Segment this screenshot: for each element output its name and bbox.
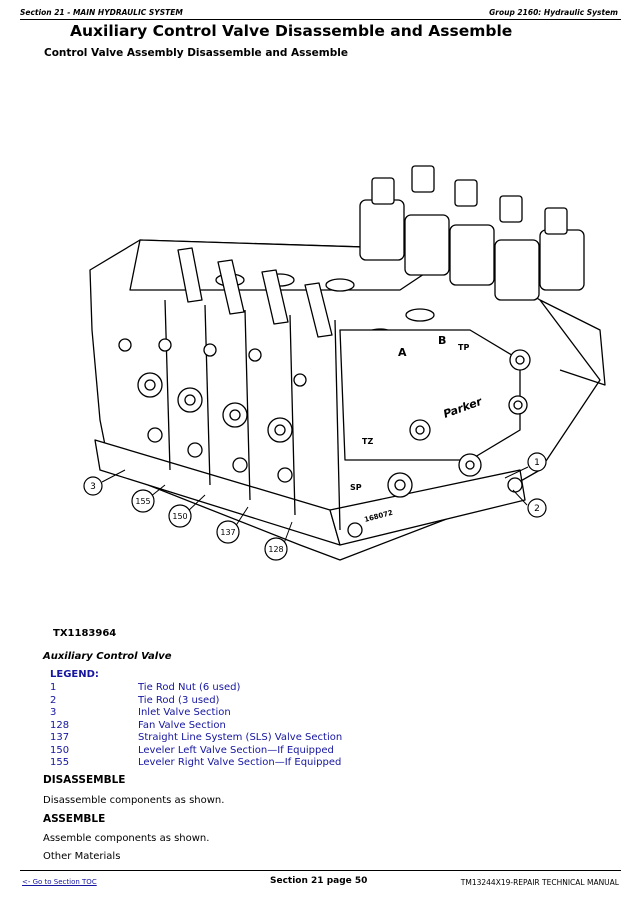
legend-item-description: Tie Rod Nut (6 used): [138, 682, 241, 693]
disassemble-heading: DISASSEMBLE: [43, 774, 126, 786]
port-label-b: B: [438, 334, 446, 347]
port-label-a: A: [398, 346, 407, 359]
callout-1: [527, 452, 547, 472]
callout-2-label: 2: [534, 504, 540, 514]
callout-155: [131, 489, 155, 513]
page-footer: <- Go to Section TOC Section 21 page 50 …: [20, 870, 621, 896]
legend-item-description: Leveler Right Valve Section—If Equipped: [138, 757, 342, 768]
legend-title: LEGEND:: [50, 669, 99, 680]
port-label-sp: SP: [350, 483, 362, 492]
legend-item-number: 150: [50, 744, 70, 756]
legend-item-description: Straight Line System (SLS) Valve Section: [138, 732, 343, 743]
legend-item: 137 Straight Line System (SLS) Valve Sec…: [50, 732, 610, 745]
figure-caption: Auxiliary Control Valve: [43, 651, 172, 662]
callout-137: [216, 520, 240, 544]
legend-item-number: 128: [50, 719, 70, 731]
page-number: Section 21 page 50: [270, 876, 368, 886]
legend-item: 3 Inlet Valve Section: [50, 707, 610, 720]
page-header: Section 21 - MAIN HYDRAULIC SYSTEM Group…: [0, 0, 641, 22]
callout-150-label: 150: [172, 512, 187, 521]
legend-item-number: 137: [50, 732, 70, 743]
header-group: Group 2160: Hydraulic System: [489, 8, 618, 17]
callout-2: [527, 498, 547, 518]
valve-assembly-illustration: A B TP TZ SP Parker 168072 1 2 3 155 150…: [83, 165, 606, 561]
header-section: Section 21 - MAIN HYDRAULIC SYSTEM: [20, 8, 183, 17]
legend-item: 150 Leveler Left Valve Section—If Equipp…: [50, 745, 610, 758]
legend-item: 155 Leveler Right Valve Section—If Equip…: [50, 757, 610, 770]
other-materials-heading: Other Materials: [43, 851, 121, 862]
legend-item-description: Inlet Valve Section: [138, 707, 231, 718]
footer-rule: [20, 870, 621, 871]
callout-137-label: 137: [220, 528, 235, 537]
callout-3: [83, 476, 103, 496]
legend-item-number: 1: [50, 682, 57, 693]
legend-item-description: Leveler Left Valve Section—If Equipped: [138, 744, 334, 756]
manual-id: TM13244X19-REPAIR TECHNICAL MANUAL: [460, 878, 619, 887]
callout-128-label: 128: [268, 545, 283, 554]
port-label-tp: TP: [458, 343, 469, 352]
callout-155-label: 155: [135, 497, 150, 506]
disassemble-text: Disassemble components as shown.: [43, 795, 225, 806]
page-title: Auxiliary Control Valve Disassemble and …: [70, 22, 513, 40]
legend-item-description: Fan Valve Section: [138, 719, 226, 731]
legend-item-description: Tie Rod (3 used): [138, 694, 220, 706]
legend-item: 128 Fan Valve Section: [50, 720, 610, 733]
legend-list: 1 Tie Rod Nut (6 used) 2 Tie Rod (3 used…: [50, 682, 610, 770]
callout-128: [264, 537, 288, 561]
callout-1-label: 1: [534, 458, 540, 468]
section-toc-link[interactable]: <- Go to Section TOC: [22, 878, 97, 886]
callout-150: [168, 504, 192, 528]
figure-id: TX1183964: [53, 628, 117, 639]
legend-item: 2 Tie Rod (3 used): [50, 695, 610, 708]
legend-item-number: 2: [50, 694, 57, 706]
legend-item-number: 155: [50, 757, 70, 768]
assemble-text: Assemble components as shown.: [43, 833, 210, 844]
callout-3-label: 3: [90, 482, 96, 492]
header-rule: [20, 19, 621, 20]
assemble-heading: ASSEMBLE: [43, 813, 106, 825]
port-label-tz: TZ: [362, 437, 373, 446]
page-subtitle: Control Valve Assembly Disassemble and A…: [44, 47, 348, 59]
legend-item-number: 3: [50, 707, 57, 718]
legend-item: 1 Tie Rod Nut (6 used): [50, 682, 610, 695]
